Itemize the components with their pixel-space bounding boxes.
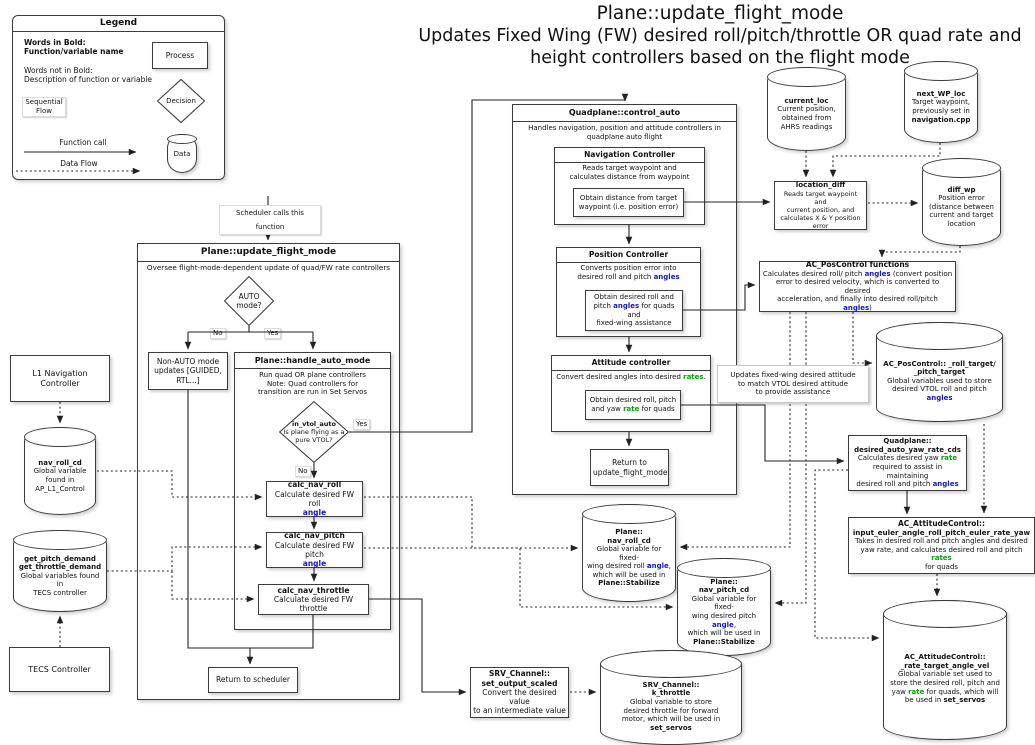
legend-sequential-flow-label: Sequential Flow <box>22 97 66 117</box>
non-auto-mode-box: Non-AUTO mode updates [GUIDED, RTL...] <box>148 352 228 390</box>
obtain-yaw-rate-box: Obtain desired roll, pitch and yaw rate … <box>585 390 681 420</box>
navigation-controller-desc: Reads target waypoint and calculates dis… <box>569 164 690 181</box>
plane-nav-pitch-cd-cylinder: Plane:: nav_pitch_cd Global variable for… <box>677 558 771 656</box>
legend-data-shape: Data <box>167 134 197 173</box>
vtol-no-label: No <box>295 466 311 477</box>
diff-wp-cylinder: diff_wp Position error (distance between… <box>922 158 1001 246</box>
ac-poscontrol-functions-box: AC_PosControl functions Calculates desir… <box>759 260 956 312</box>
desired-auto-yaw-rate-box: Quadplane:: desired_auto_yaw_rate_cds Ca… <box>848 435 967 491</box>
scheduler-note: Scheduler calls this function <box>219 205 321 235</box>
location-diff-box: location_diff Reads target waypoint and … <box>774 180 867 230</box>
handle-auto-mode-desc: Run quad OR plane controllers Note: Quad… <box>257 371 368 397</box>
quadplane-control-auto-desc: Handles navigation, position and attitud… <box>528 124 721 141</box>
nav-roll-cd-cylinder: nav_roll_cd Global variable found in AP_… <box>24 427 96 515</box>
plane-nav-roll-cd-cylinder: Plane:: nav_roll_cd Global variable for … <box>582 504 676 602</box>
update-flight-mode-desc: Oversee flight-mode-dependent update of … <box>146 263 391 272</box>
legend-decision-shape: Decision <box>157 79 205 123</box>
page-title-line3: height controllers based on the flight m… <box>530 48 910 68</box>
l1-navigation-controller-box: L1 Navigation Controller <box>10 355 110 402</box>
tecs-controller-box: TECS Controller <box>9 647 110 692</box>
obtain-distance-box: Obtain distance from target waypoint (i.… <box>573 188 684 217</box>
legend-process-shape: Process <box>152 42 208 69</box>
legend-function-call-label: Function call <box>59 138 107 147</box>
handle-auto-mode-title: Plane::handle_auto_mode <box>235 353 390 369</box>
page-title-line2: Updates Fixed Wing (FW) desired roll/pit… <box>418 26 1022 46</box>
k-throttle-cylinder: SRV_Channel:: k_throttle Global variable… <box>600 650 742 745</box>
in-vtol-auto-decision: in_vtol_auto Is plane flying as a pure V… <box>279 401 349 463</box>
rate-target-angle-vel-cylinder: AC_AttitudeControl:: _rate_target_angle_… <box>883 600 1007 740</box>
current-loc-cylinder: current_loc Current position, obtained f… <box>767 67 846 151</box>
input-euler-angle-box: AC_AttitudeControl:: input_euler_angle_r… <box>848 517 1035 574</box>
next-wp-loc-cylinder: next_WP_loc Target waypoint, previously … <box>904 61 978 143</box>
return-to-update-flight-mode-box: Return to update_flight_mode <box>590 449 669 486</box>
calc-nav-roll-box: calc_nav_roll Calculate desired FW roll … <box>266 480 363 517</box>
tecs-demand-cylinder: get_pitch_demand get_throttle_demand Glo… <box>13 530 107 612</box>
legend-plain-note: Words not in Bold: Description of functi… <box>24 66 153 85</box>
calc-nav-pitch-box: calc_nav_pitch Calculate desired FW pitc… <box>266 531 363 568</box>
legend-bold-note: Words in Bold: Function/variable name <box>24 38 124 57</box>
obtain-roll-pitch-angles-box: Obtain desired roll and pitch angles for… <box>585 290 683 331</box>
auto-no-label: No <box>210 328 226 339</box>
position-controller-desc: Converts position error into desired rol… <box>577 264 680 281</box>
calc-nav-throttle-box: calc_nav_throttle Calculate desired FW t… <box>258 584 369 615</box>
srv-set-output-scaled-box: SRV_Channel:: set_output_scaled Convert … <box>470 667 569 718</box>
legend-title: Legend <box>13 16 224 32</box>
auto-yes-label: Yes <box>264 328 282 339</box>
page-title: Plane::update_flight_mode Updates Fixed … <box>415 3 1025 69</box>
return-to-scheduler-box: Return to scheduler <box>208 667 298 693</box>
update-flight-mode-title: Plane::update_flight_mode <box>138 244 399 262</box>
page-title-line1: Plane::update_flight_mode <box>596 3 844 24</box>
quadplane-control-auto-title: Quadplane::control_auto <box>513 105 736 122</box>
ac-poscontrol-target-cylinder: AC_PosControl:: _roll_target/ _pitch_tar… <box>876 322 1003 422</box>
vtol-yes-label: Yes <box>353 419 371 430</box>
assistance-note: Updates fixed-wing desired attitude to m… <box>717 365 869 403</box>
attitude-controller-desc: Convert desired angles into desired rate… <box>556 373 706 381</box>
legend-data-flow-label: Data Flow <box>60 159 98 168</box>
